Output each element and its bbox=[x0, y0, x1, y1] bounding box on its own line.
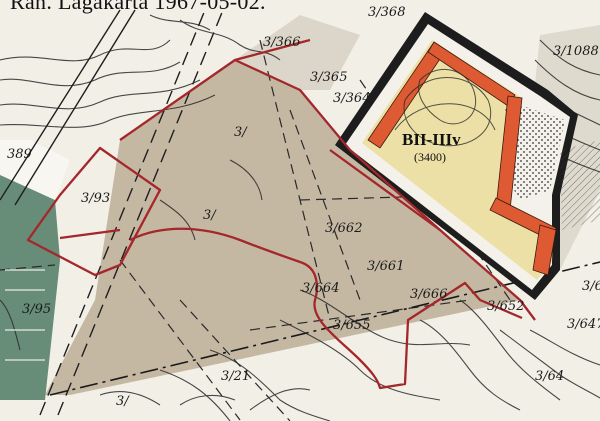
grey-land-area bbox=[235, 15, 360, 90]
zone-area-label: (3400) bbox=[414, 150, 446, 164]
contour-lines bbox=[0, 14, 600, 421]
red-boundaries bbox=[26, 38, 536, 390]
parcel-label-661: 3/661 bbox=[367, 259, 405, 274]
brown-land-area bbox=[45, 60, 520, 395]
green-land-area bbox=[0, 170, 60, 400]
map-caption: Ran. Lagakarta 1967-05-02. bbox=[10, 0, 266, 14]
parcel-label-3-center: 3/ bbox=[203, 208, 216, 223]
parcel-label-364-south: 3/64 bbox=[535, 369, 565, 384]
parcel-label-389: 389 bbox=[7, 147, 32, 162]
parcel-label-655: 3/655 bbox=[333, 318, 371, 333]
parcel-label-3-north: 3/ bbox=[234, 125, 247, 140]
parcel-label-652: 3/652 bbox=[487, 299, 525, 314]
zone-code-label: BII-IIIv bbox=[402, 130, 461, 149]
dash-dot-boundary bbox=[49, 261, 600, 396]
parcel-label-364: 3/364 bbox=[333, 91, 371, 106]
parcel-label-1088: 3/1088 bbox=[553, 44, 599, 59]
parcel-label-36: 3/6 bbox=[582, 279, 600, 294]
diagonal-road bbox=[0, 9, 224, 416]
white-strip bbox=[0, 140, 70, 200]
parcel-label-395: 3/95 bbox=[22, 302, 52, 317]
parcel-label-393: 3/93 bbox=[81, 191, 111, 206]
parcel-label-662: 3/662 bbox=[325, 221, 363, 236]
parcel-label-664: 3/664 bbox=[302, 281, 340, 296]
survey-lines bbox=[0, 39, 511, 421]
parcel-label-3-south: 3/ bbox=[116, 394, 129, 409]
parcel-label-366: 3/366 bbox=[263, 35, 301, 50]
parcel-label-321: 3/21 bbox=[221, 369, 251, 384]
parcel-label-647: 3/647 bbox=[567, 317, 600, 332]
parcel-label-666: 3/666 bbox=[410, 287, 448, 302]
building-footprints bbox=[367, 41, 557, 276]
zone-block bbox=[335, 12, 600, 300]
green-area-hatch bbox=[5, 269, 45, 361]
parcel-label-365: 3/365 bbox=[310, 70, 348, 85]
parcel-label-368: 3/368 bbox=[368, 5, 406, 20]
